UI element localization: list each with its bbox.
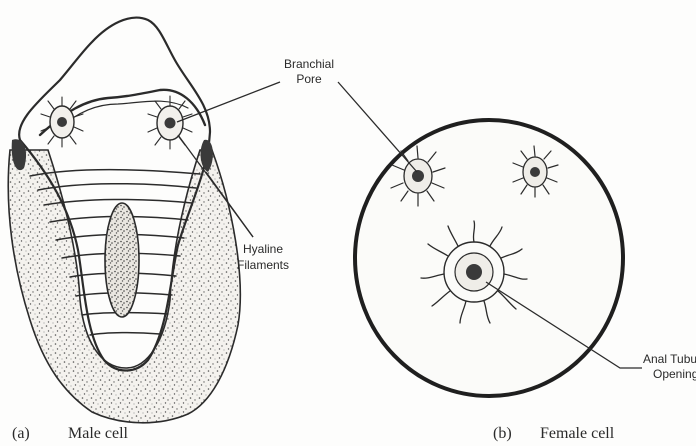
caption-male-text: Male cell <box>68 425 129 442</box>
label-branchial-pore-line2: Pore <box>296 72 322 86</box>
label-branchial-pore-line1: Branchial <box>284 57 334 71</box>
leader-branchial-to-female <box>338 82 417 172</box>
label-anal-line1: Anal Tubular <box>643 352 696 366</box>
male-cell-left-rosette <box>41 97 83 147</box>
female-cell-outline <box>355 120 623 396</box>
male-cell-right-rosette <box>148 96 192 149</box>
caption-female-text: Female cell <box>540 425 615 442</box>
caption-male-letter: (a) <box>12 425 30 442</box>
label-anal-line2: Opening <box>653 367 696 381</box>
male-cell <box>8 18 240 423</box>
label-hyaline-line2: Filaments <box>237 258 289 272</box>
label-hyaline-line1: Hyaline <box>243 242 283 256</box>
female-cell <box>355 120 623 396</box>
male-cell-central-organ <box>105 203 139 317</box>
caption-female-letter: (b) <box>493 425 512 442</box>
